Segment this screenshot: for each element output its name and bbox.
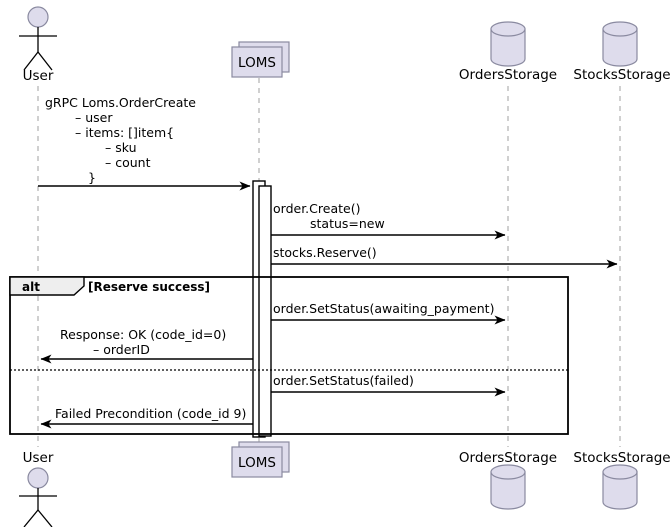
database-cylinder-top-icon [602, 21, 638, 37]
message-failed-precondition: Failed Precondition (code_id 9) [40, 406, 253, 429]
actor-leg-right-icon [37, 51, 53, 71]
message-label-line: – sku [105, 140, 137, 155]
participant-stocksstorage-top[interactable]: StocksStorage [573, 21, 671, 83]
actor-head-icon [27, 6, 49, 28]
database-cylinder-body-icon [490, 28, 526, 67]
alt-fragment-guard-label: [Reserve success] [88, 280, 210, 294]
participant-label-loms-top: LOMS [238, 55, 276, 71]
database-cylinder-body-icon [602, 28, 638, 67]
component-node-front-icon [231, 46, 283, 78]
participant-ordersstorage-bottom[interactable]: OrdersStorage [459, 450, 557, 510]
participant-label-ordersstorage-bottom: OrdersStorage [459, 450, 557, 466]
component-node-front-icon [231, 446, 283, 478]
message-stocks-reserve: stocks.Reserve() [271, 245, 618, 269]
participant-stocksstorage-bottom[interactable]: StocksStorage [573, 450, 671, 510]
alt-fragment-operator-label: alt [22, 280, 40, 294]
alt-fragment-tab [9, 276, 85, 296]
message-label-line: – user [75, 110, 113, 125]
activation-bars [252, 180, 272, 438]
participant-loms-top[interactable]: LOMS [231, 41, 290, 78]
message-label-line: order.SetStatus(awaiting_payment) [273, 301, 494, 316]
message-set-status-awaiting-payment: order.SetStatus(awaiting_payment) [271, 301, 506, 325]
message-response-ok: Response: OK (code_id=0) – orderID [40, 327, 253, 364]
activation-bar-loms-inner [258, 185, 272, 437]
lifelines [37, 78, 621, 447]
message-label-line: – items: []item{ [75, 125, 174, 140]
participant-user-top[interactable]: User [19, 6, 57, 84]
database-cylinder-body-icon [490, 471, 526, 510]
alt-fragment-border [9, 276, 569, 435]
message-label-line: Failed Precondition (code_id 9) [55, 406, 246, 421]
participant-label-user-top: User [23, 68, 54, 84]
actor-head-icon [27, 467, 49, 489]
message-label-line: – orderID [93, 342, 150, 357]
database-cylinder-body-icon [602, 471, 638, 510]
participant-label-user-bottom: User [23, 450, 54, 466]
message-label-line: status=new [310, 216, 385, 231]
message-label-line: Response: OK (code_id=0) [60, 327, 226, 342]
participant-label-stocksstorage-bottom: StocksStorage [573, 450, 670, 466]
message-order-create: order.Create() status=new [271, 201, 506, 240]
message-label-line: order.SetStatus(failed) [273, 373, 414, 388]
database-cylinder-top-icon [490, 21, 526, 37]
participant-user-bottom[interactable]: User [19, 450, 57, 527]
actor-leg-left-icon [23, 51, 39, 71]
participant-label-loms-bottom: LOMS [238, 455, 276, 471]
actor-leg-left-icon [23, 509, 39, 527]
database-cylinder-top-icon [602, 464, 638, 480]
message-label-line: gRPC Loms.OrderCreate [45, 95, 196, 110]
message-grpc-order-create: gRPC Loms.OrderCreate – user – items: []… [38, 95, 251, 191]
message-set-status-failed: order.SetStatus(failed) [271, 373, 506, 397]
database-cylinder-top-icon [490, 464, 526, 480]
actor-leg-right-icon [37, 509, 53, 527]
participant-ordersstorage-top[interactable]: OrdersStorage [459, 21, 557, 83]
message-label-line: stocks.Reserve() [273, 245, 377, 260]
message-label-line: order.Create() [273, 201, 360, 216]
message-label-line: – count [105, 155, 151, 170]
participant-label-ordersstorage-top: OrdersStorage [459, 67, 557, 83]
message-label-line: } [88, 170, 96, 185]
participant-label-stocksstorage-top: StocksStorage [573, 67, 670, 83]
participant-loms-bottom[interactable]: LOMS [231, 441, 290, 478]
alt-fragment: alt [Reserve success] [9, 276, 569, 435]
